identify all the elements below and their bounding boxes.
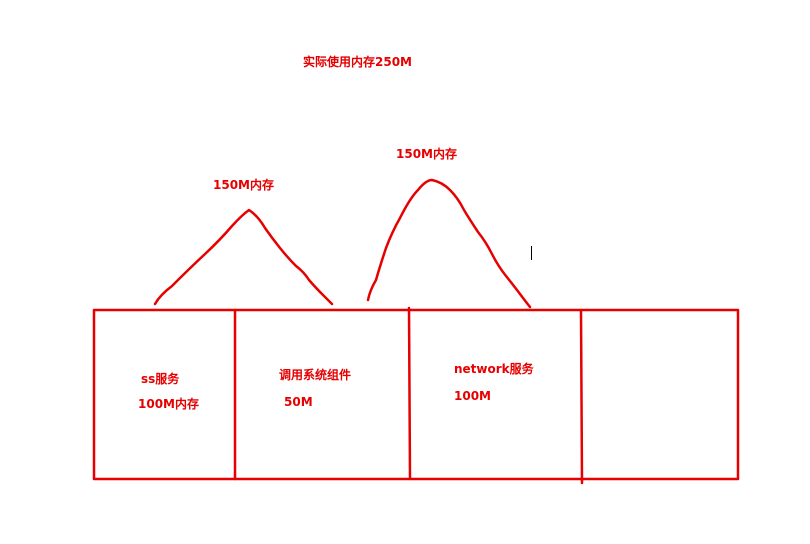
memory-block-row [92,306,740,485]
memory-peak-left [153,208,334,306]
block-divider-2 [407,306,412,481]
memory-peak-right [366,178,532,309]
block-name-ss-service: ss服务 [141,372,180,386]
memory-peaks [153,178,532,309]
block-name-system-components: 调用系统组件 [279,368,352,382]
peak-label-left: 150M内存 [213,178,274,192]
memory-block-outline [92,308,740,481]
block-value-system-components: 50M [284,395,313,409]
block-divider-3 [579,309,584,485]
diagram-title: 实际使用内存250M [303,55,412,69]
block-value-network-service: 100M [454,389,491,403]
text-cursor-icon [531,246,532,260]
block-name-network-service: network服务 [454,362,534,376]
peak-label-right: 150M内存 [396,147,457,161]
block-value-ss-service: 100M内存 [138,397,199,411]
